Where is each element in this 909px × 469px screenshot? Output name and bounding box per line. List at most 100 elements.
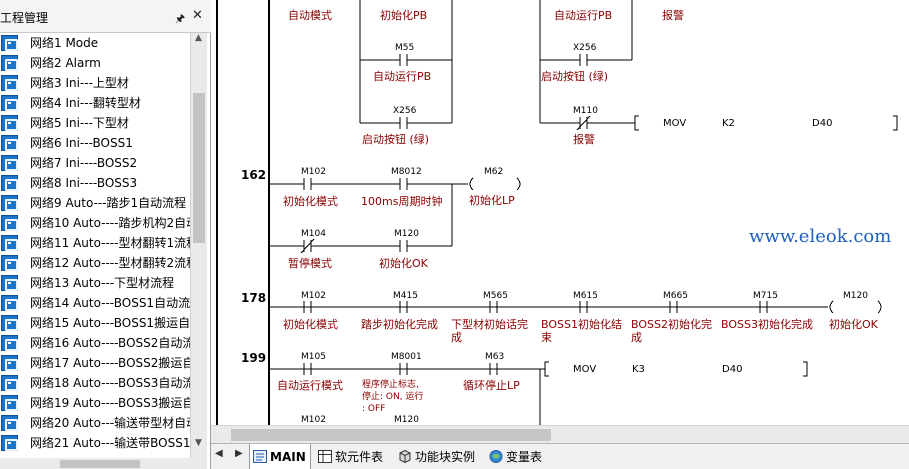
scroll-up-icon[interactable]: ▲ (195, 33, 202, 43)
main-program-icon (253, 450, 267, 463)
tree-vertical-scrollbar[interactable]: ▲ ▼ (190, 33, 207, 458)
tab-scroll-right-icon[interactable]: ▶ (235, 448, 243, 459)
contact-no[interactable] (360, 117, 452, 129)
contact-comment: 初始化模式 (283, 194, 338, 208)
tree-item-network[interactable]: 网络21 Auto---输送带BOSS1 (0, 433, 190, 453)
contact-comment: 初始化OK (379, 256, 429, 270)
tree-item-network[interactable]: 网络20 Auto---输送带型材自动 (0, 413, 190, 433)
tree-item-label: 网络10 Auto----踏步机构2自动 (30, 216, 190, 230)
contact-no[interactable] (303, 178, 312, 190)
network-node-icon (1, 135, 18, 151)
tree-item-network[interactable]: 网络12 Auto----型材翻转2流程 (0, 253, 190, 273)
tab-scroll-left-icon[interactable]: ◀ (215, 448, 223, 459)
tree-item-network[interactable]: 网络16 Auto----BOSS2自动流 (0, 333, 190, 353)
contact-comment: 报警 (573, 132, 595, 146)
contact-nc[interactable] (540, 115, 635, 131)
instruction-operand: D40 (812, 118, 832, 129)
scroll-down-icon[interactable]: ▼ (195, 438, 202, 448)
contact-no[interactable] (540, 54, 632, 66)
contact-no[interactable] (489, 301, 498, 313)
contact-no[interactable] (360, 54, 452, 66)
tab-main[interactable]: MAIN (249, 444, 311, 469)
network-node-icon (1, 155, 18, 171)
tree-item-label: 网络11 Auto----型材翻转1流程 (30, 236, 190, 250)
contact-address: M8012 (391, 167, 422, 177)
tree-horizontal-scrollbar[interactable] (0, 458, 207, 469)
tree-item-network[interactable]: 网络5 Ini---下型材 (0, 113, 190, 133)
panel-title-bar: 工程管理 🖈 ✕ (0, 0, 211, 33)
ladder-horizontal-scrollbar[interactable] (211, 425, 909, 443)
contact-comment: 下型材初始话完 (451, 317, 528, 331)
tree-item-network[interactable]: 网络7 Ini----BOSS2 (0, 153, 190, 173)
tree-item-network[interactable]: 网络3 Ini---上型材 (0, 73, 190, 93)
coil[interactable] (829, 300, 882, 314)
coil[interactable] (469, 177, 521, 191)
scroll-thumb[interactable] (60, 460, 140, 468)
tree-item-network[interactable]: 网络15 Auto---BOSS1搬运自 (0, 313, 190, 333)
contact-no[interactable] (303, 363, 312, 375)
network-node-icon (1, 195, 18, 211)
comment: 报警 (662, 8, 684, 22)
step-number: 178 (241, 291, 266, 305)
contact-comment: 暂停模式 (288, 256, 332, 270)
variable-table-icon (489, 450, 503, 463)
tree-item-network[interactable]: 网络8 Ini----BOSS3 (0, 173, 190, 193)
contact-comment: 成 (451, 331, 462, 344)
tree-item-network[interactable]: 网络10 Auto----踏步机构2自动 (0, 213, 190, 233)
tree-item-network[interactable]: 网络6 Ini---BOSS1 (0, 133, 190, 153)
contact-no[interactable] (303, 301, 312, 313)
comment: 自动运行PB (554, 9, 612, 22)
tab-variable-table[interactable]: 变量表 (486, 444, 542, 469)
contact-address: M415 (393, 291, 418, 301)
contact-comment: 停止: ON, 运行 (362, 390, 423, 402)
tree-item-network[interactable]: 网络9 Auto---踏步1自动流程 (0, 193, 190, 213)
scroll-thumb[interactable] (193, 93, 205, 243)
tab-label: MAIN (270, 450, 306, 464)
pin-icon[interactable]: 🖈 (175, 12, 186, 25)
contact-address: X256 (573, 43, 597, 53)
tab-device-table[interactable]: 软元件表 (315, 444, 383, 469)
contact-comment: 束 (541, 331, 552, 344)
contact-no[interactable] (759, 301, 768, 313)
watermark-text: www.eleok.com (749, 226, 891, 247)
tab-function-block[interactable]: 功能块实例 (395, 444, 475, 469)
contact-address: M120 (394, 229, 419, 239)
tree-item-network[interactable]: 网络11 Auto----型材翻转1流程 (0, 233, 190, 253)
contact-no[interactable] (489, 363, 498, 375)
close-icon[interactable]: ✕ (192, 8, 203, 23)
ladder-editor[interactable]: 自动模式 初始化PB 自动运行PB 报警 M55 自动运行PB X256 (211, 0, 909, 445)
contact-comment: 初始化模式 (283, 317, 338, 331)
network-node-icon (1, 215, 18, 231)
contact-address: M104 (301, 229, 326, 239)
tree-item-network[interactable]: 网络2 Alarm (0, 53, 190, 73)
ladder-diagram[interactable]: 自动模式 初始化PB 自动运行PB 报警 M55 自动运行PB X256 (211, 0, 909, 445)
contact-comment: : OFF (362, 404, 385, 414)
contact-address: M8001 (391, 352, 422, 362)
network-node-icon (1, 175, 18, 191)
tree-item-network[interactable]: 网络13 Auto---下型材流程 (0, 273, 190, 293)
tree-item-label: 网络15 Auto---BOSS1搬运自 (30, 316, 190, 330)
tree-item-network[interactable]: 网络1 Mode (0, 33, 190, 53)
tree-item-label: 网络19 Auto----BOSS3搬运自 (30, 396, 190, 410)
scroll-thumb[interactable] (231, 429, 551, 441)
tree-item-network[interactable]: 网络14 Auto---BOSS1自动流 (0, 293, 190, 313)
panel-title: 工程管理 (0, 11, 49, 25)
tree-item-label: 网络2 Alarm (30, 56, 101, 70)
network-node-icon (1, 395, 18, 411)
contact-no[interactable] (669, 301, 678, 313)
contact-no[interactable] (399, 178, 408, 190)
step-number: 199 (241, 351, 266, 365)
instruction-mov-k3[interactable]: MOV K3 D40 (544, 361, 808, 377)
tree-item-network[interactable]: 网络18 Auto----BOSS3自动流 (0, 373, 190, 393)
contact-no[interactable] (579, 301, 588, 313)
contact-no[interactable] (399, 301, 408, 313)
tree-item-network[interactable]: 网络17 Auto----BOSS2搬运自 (0, 353, 190, 373)
network-node-icon (1, 75, 18, 91)
contact-no[interactable] (399, 240, 408, 252)
contact-no[interactable] (399, 363, 408, 375)
tree-item-label: 网络9 Auto---踏步1自动流程 (30, 196, 187, 210)
tree-item-network[interactable]: 网络4 Ini---翻转型材 (0, 93, 190, 113)
tree-item-network[interactable]: 网络19 Auto----BOSS3搬运自 (0, 393, 190, 413)
instruction-mov-k2[interactable]: MOV K2 D40 (634, 115, 898, 131)
